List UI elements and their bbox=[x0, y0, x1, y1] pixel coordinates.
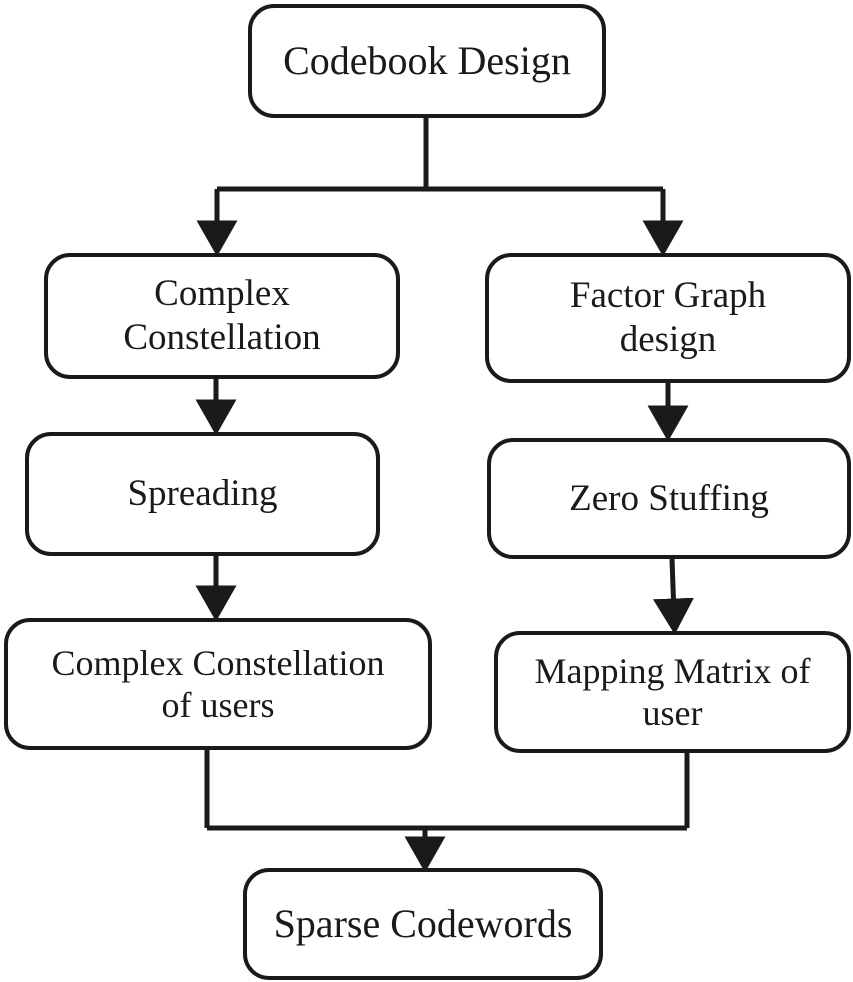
node-mapping-matrix-of-user[interactable]: Mapping Matrix of user bbox=[494, 631, 851, 753]
node-sparse-codewords[interactable]: Sparse Codewords bbox=[243, 868, 603, 980]
node-zero-stuffing-label: Zero Stuffing bbox=[569, 477, 769, 519]
node-codebook-design-label: Codebook Design bbox=[283, 38, 571, 84]
node-complex-constellation-label: Complex Constellation bbox=[123, 273, 321, 358]
node-complex-constellation[interactable]: Complex Constellation bbox=[44, 253, 400, 379]
node-sparse-codewords-label: Sparse Codewords bbox=[273, 901, 573, 947]
node-spreading-label: Spreading bbox=[127, 473, 278, 515]
node-codebook-design[interactable]: Codebook Design bbox=[248, 4, 606, 118]
node-zero-stuffing[interactable]: Zero Stuffing bbox=[487, 438, 851, 559]
node-factor-graph-design-label: Factor Graph design bbox=[569, 275, 767, 360]
node-complex-constellation-of-users-label: Complex Constellation of users bbox=[51, 642, 385, 725]
node-mapping-matrix-of-user-label: Mapping Matrix of user bbox=[534, 650, 811, 733]
node-complex-constellation-of-users[interactable]: Complex Constellation of users bbox=[4, 618, 432, 750]
node-spreading[interactable]: Spreading bbox=[25, 432, 380, 556]
edge-zero-stuffing-to-mapping-matrix-user bbox=[652, 558, 694, 635]
node-factor-graph-design[interactable]: Factor Graph design bbox=[485, 253, 851, 383]
edge-codebook-design-split bbox=[217, 118, 663, 192]
edge-merge-to-sparse-codewords bbox=[204, 750, 690, 873]
